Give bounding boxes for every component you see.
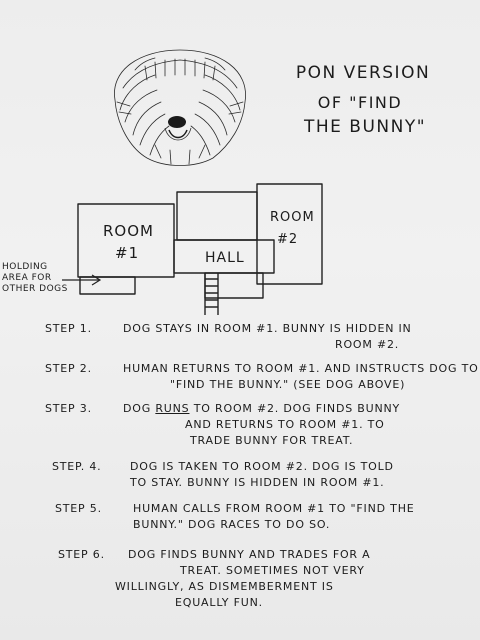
step-6-line-2: TREAT. SOMETIMES NOT VERY xyxy=(180,564,365,577)
holding-area-outline xyxy=(79,276,136,295)
step-5-line-2: BUNNY." DOG RACES TO DO SO. xyxy=(133,518,331,531)
step-6-line-1: DOG FINDS BUNNY AND TRADES FOR A xyxy=(128,548,371,561)
room-1-label: ROOM xyxy=(103,222,154,240)
step-1-line-2: ROOM #2. xyxy=(335,338,400,351)
title-line-3: THE BUNNY" xyxy=(303,117,427,137)
center-block-outline xyxy=(176,191,258,241)
room-1-outline xyxy=(77,203,175,278)
step-3-text-b: TO ROOM #2. DOG FINDS BUNNY xyxy=(189,402,401,415)
step-2-line-2: "FIND THE BUNNY." (SEE DOG ABOVE) xyxy=(170,378,406,391)
room-1-number: #1 xyxy=(115,244,140,262)
step-3-label: STEP 3. xyxy=(45,402,92,415)
step-6-line-4: EQUALLY FUN. xyxy=(175,596,263,609)
step-1-line-1: DOG STAYS IN ROOM #1. BUNNY IS HIDDEN IN xyxy=(123,322,412,335)
room-2-number: #2 xyxy=(277,232,299,247)
floor-plan-diagram xyxy=(62,183,323,315)
step-3-line-2: AND RETURNS TO ROOM #1. TO xyxy=(185,418,385,431)
holding-line-2: AREA FOR xyxy=(2,273,52,283)
step-2-label: STEP 2. xyxy=(45,362,92,375)
step-3-runs: RUNS xyxy=(155,402,190,415)
room-2-label: ROOM xyxy=(270,210,315,225)
room-2-outline xyxy=(256,183,323,285)
step-4-label: STEP. 4. xyxy=(52,460,102,473)
step-4-line-2: TO STAY. BUNNY IS HIDDEN IN ROOM #1. xyxy=(130,476,385,489)
dog-sketch-icon xyxy=(114,49,246,166)
holding-line-3: OTHER DOGS xyxy=(2,284,68,294)
holding-arrow-icon xyxy=(62,274,102,286)
step-5-label: STEP 5. xyxy=(55,502,102,515)
holding-line-1: HOLDING xyxy=(2,262,48,272)
step-2-line-1: HUMAN RETURNS TO ROOM #1. AND INSTRUCTS … xyxy=(123,362,479,375)
step-4-line-1: DOG IS TAKEN TO ROOM #2. DOG IS TOLD xyxy=(130,460,394,473)
holding-area-label: HOLDING AREA FOR OTHER DOGS xyxy=(2,262,82,295)
step-3-line-1: DOG RUNS TO ROOM #2. DOG FINDS BUNNY xyxy=(123,402,400,415)
title-line-2: OF "FIND xyxy=(317,93,403,112)
step-6-line-3: WILLINGLY, AS DISMEMBERMENT IS xyxy=(115,580,334,593)
step-1-label: STEP 1. xyxy=(45,322,92,335)
step-5-line-1: HUMAN CALLS FROM ROOM #1 TO "FIND THE xyxy=(133,502,415,515)
hall-label: HALL xyxy=(205,250,245,266)
step-3-text-a: DOG xyxy=(123,402,156,415)
title-line-1: PON VERSION xyxy=(295,63,431,83)
step-3-line-3: TRADE BUNNY FOR TREAT. xyxy=(190,434,354,447)
step-6-label: STEP 6. xyxy=(58,548,105,561)
